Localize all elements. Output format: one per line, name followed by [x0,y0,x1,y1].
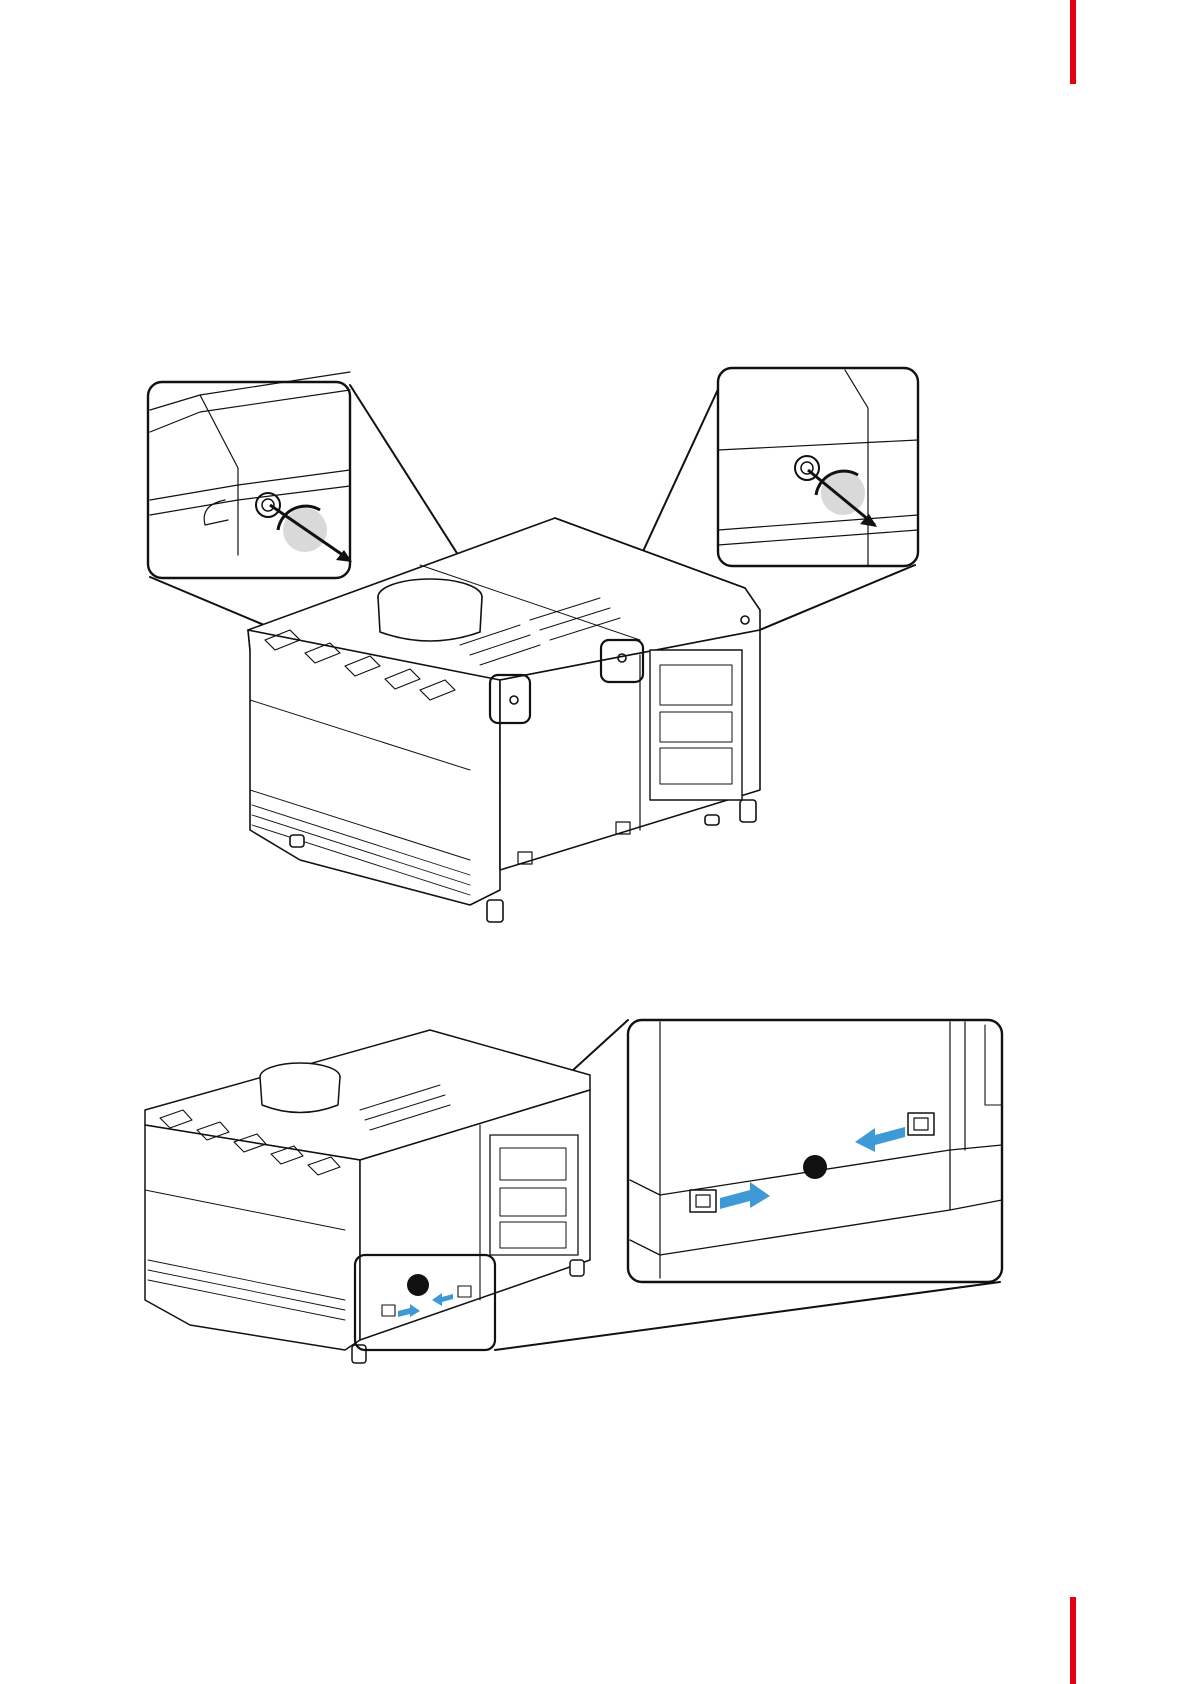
zoom-callout-right [718,368,918,566]
projector-housing [145,1030,590,1363]
callout-target-bottom [355,1255,495,1350]
zoom-callout [628,1020,1002,1282]
marker-dot [407,1274,429,1296]
figure-top-illustration [0,0,1191,960]
marker-dot [803,1155,827,1179]
zoom-callout-left [148,372,350,578]
bottom-accent-bar [1070,1597,1076,1684]
slide-arrow-icon [398,1127,905,1317]
